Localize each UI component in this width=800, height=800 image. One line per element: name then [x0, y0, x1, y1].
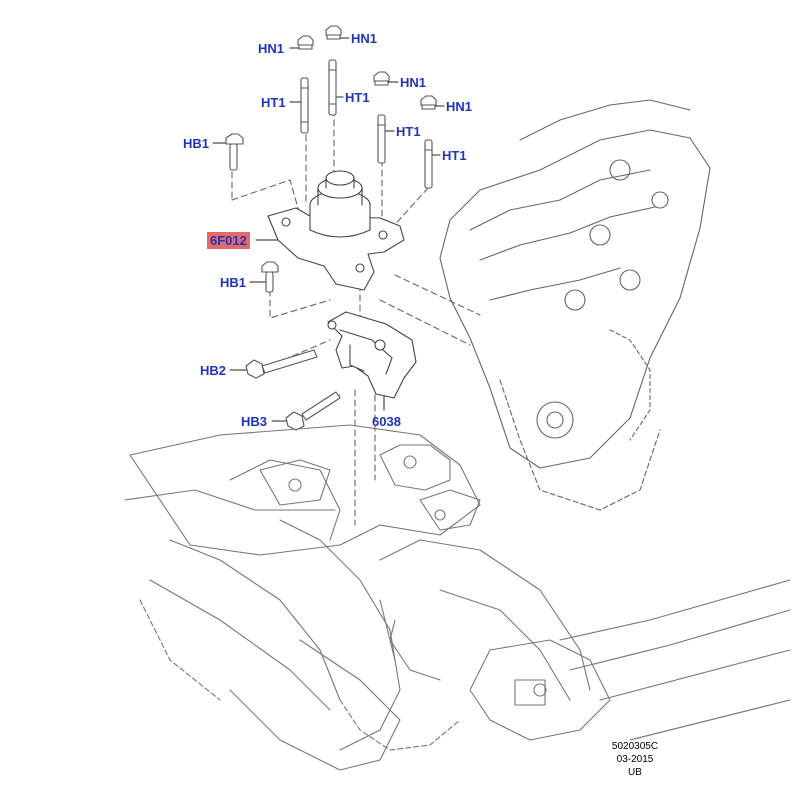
callout-6038: 6038 — [372, 414, 401, 429]
callout-hn1: HN1 — [258, 41, 285, 56]
callout-hb1: HB1 — [220, 275, 247, 290]
callout-hb2: HB2 — [200, 363, 227, 378]
callout-hb1: HB1 — [183, 136, 210, 151]
callout-ht1: HT1 — [396, 124, 421, 139]
callout-ht1: HT1 — [442, 148, 467, 163]
figure-reference-number: 5020305C — [611, 741, 659, 752]
callout-6f012-highlighted: 6F012 — [207, 232, 250, 249]
callout-ht1: HT1 — [261, 95, 286, 110]
nut-hn1-group — [297, 25, 437, 110]
callout-hb3: HB3 — [241, 414, 268, 429]
leader-lines — [212, 37, 445, 422]
callout-hn1: HN1 — [400, 75, 427, 90]
assembly-dashes — [231, 109, 481, 526]
callout-hn1: HN1 — [351, 31, 378, 46]
callout-ht1: HT1 — [345, 90, 370, 105]
subframe — [124, 424, 791, 771]
callout-hn1: HN1 — [446, 99, 473, 114]
engine-mount-6f012 — [267, 170, 405, 291]
figure-date: 03-2015 — [616, 754, 654, 765]
engine-block — [439, 99, 711, 511]
figure-code: UB — [628, 767, 642, 778]
stud-ht1-group — [300, 59, 433, 189]
bracket-6038 — [327, 311, 417, 399]
bolt-group — [225, 133, 341, 431]
